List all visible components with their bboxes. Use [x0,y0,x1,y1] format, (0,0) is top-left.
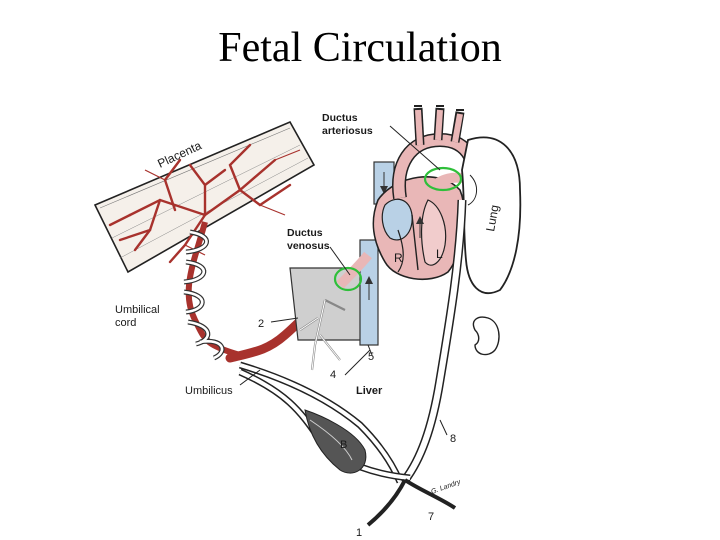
umbilical-cord [183,221,241,361]
number-2-label: 2 [258,318,264,330]
number-5-label: 5 [368,351,374,363]
right-ventricle-label: R [394,251,403,265]
slide-title: Fetal Circulation [218,25,502,71]
umbilicus-label: Umbilicus [185,385,233,397]
number-8-label: 8 [450,433,456,445]
umbilical-arteries [238,361,411,484]
artist-signature: G. Landry [430,479,462,496]
umbilical-cord-label-line2: cord [115,317,136,329]
liver [289,267,369,371]
number-1-label: 1 [356,527,362,539]
ductus-arteriosus-label-line1: Ductus [322,112,358,124]
liver-label: Liver [356,385,383,397]
ductus-venosus-highlight [333,266,363,292]
umbilical-cord-label-line1: Umbilical [115,304,160,316]
left-ventricle-label: L [436,247,443,261]
ductus-venosus-label-line2: venosus [287,240,330,252]
ductus-arteriosus-highlight [423,166,463,192]
heart [372,176,466,280]
number-7-label: 7 [428,511,434,523]
lung-label: Lung [483,204,501,233]
bladder-label: B [340,439,347,451]
ductus-arteriosus-label-line2: arteriosus [322,125,373,137]
bladder [304,409,367,474]
ductus-venosus-label-line1: Ductus [287,227,323,239]
number-4-label: 4 [330,369,336,381]
leader-lines [239,125,448,521]
placenta [93,120,316,274]
kidney [472,316,500,356]
iliac-arteries [366,478,457,527]
